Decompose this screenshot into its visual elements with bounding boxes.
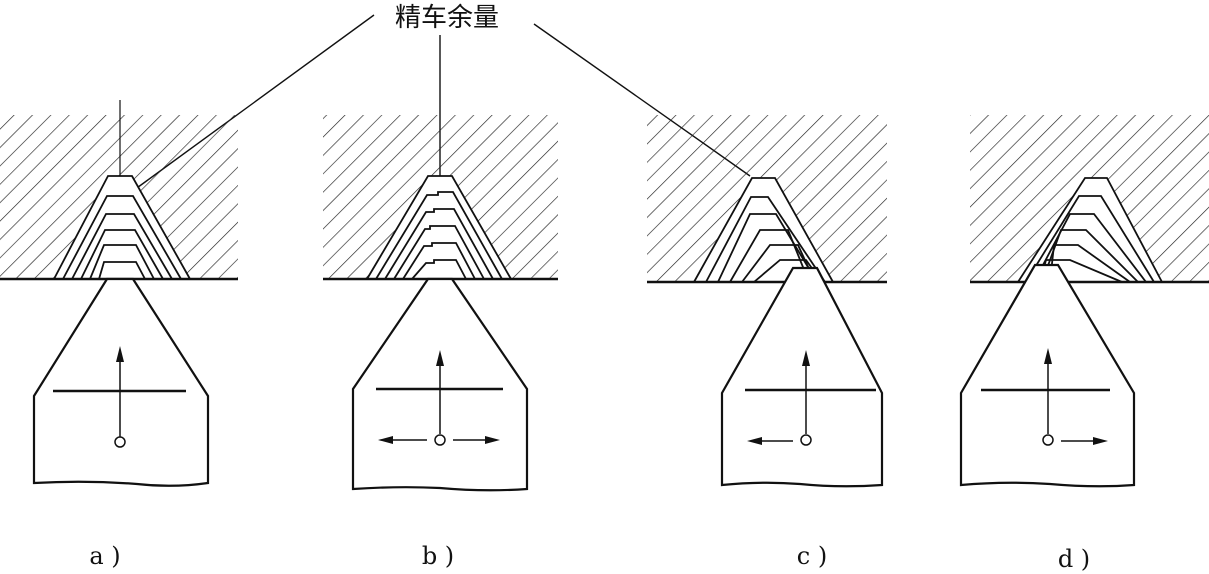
callout-text: 精车余量 <box>395 3 499 33</box>
plunge-arrowhead <box>116 346 124 362</box>
thread-groove <box>367 176 511 279</box>
tool-pivot <box>114 436 126 448</box>
panel-label: a ) <box>89 542 120 570</box>
panel-label: b ) <box>422 542 454 570</box>
tool-body <box>32 277 210 487</box>
tool-body <box>720 266 884 488</box>
panel-d: d ) <box>959 115 1209 573</box>
plunge-arrowhead <box>436 350 444 366</box>
plunge-arrowhead <box>802 350 810 366</box>
panel-label: d ) <box>1058 545 1090 573</box>
panel-b: b ) <box>323 115 558 570</box>
feed-right-arrowhead <box>1093 437 1108 445</box>
feed-right-arrowhead <box>485 436 500 444</box>
panel-c: c ) <box>647 115 887 570</box>
feed-left-arrowhead <box>378 436 393 444</box>
tool-pivot <box>434 434 446 446</box>
cut-layers <box>366 175 512 280</box>
cut-layers <box>693 177 834 283</box>
feed-left-arrowhead <box>747 437 762 445</box>
panel-a: a ) <box>0 100 238 570</box>
tool-pivot <box>1042 434 1054 446</box>
cut-layers <box>1017 177 1163 283</box>
tool-pivot <box>800 434 812 446</box>
panel-label: c ) <box>797 542 827 570</box>
plunge-arrowhead <box>1044 348 1052 364</box>
